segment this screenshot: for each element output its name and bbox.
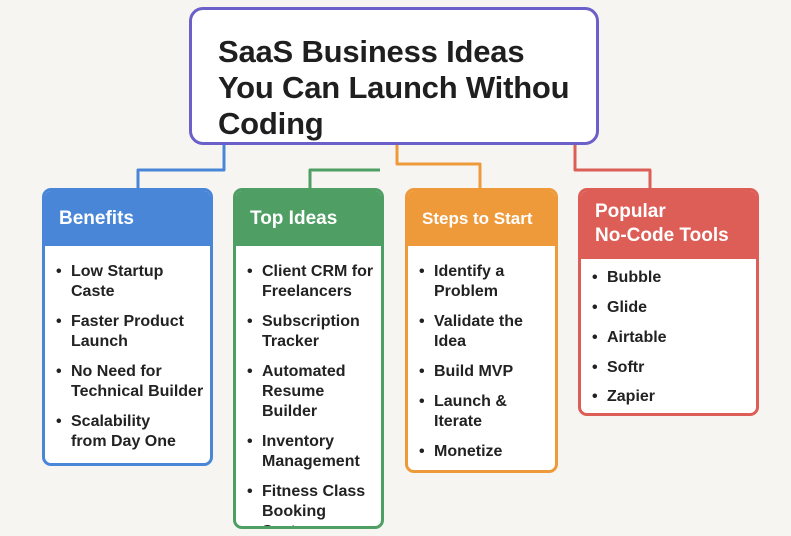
card-no-code-tools: Popular No-Code Tools Bubble Glide Airta… — [578, 188, 759, 416]
card-steps-to-start: Steps to Start Identify a Problem Valida… — [405, 188, 558, 473]
list-item: Low Startup Caste — [56, 262, 204, 302]
title-box: SaaS Business Ideas You Can Launch Witho… — [189, 7, 599, 145]
card-top-ideas: Top Ideas Client CRM for Freelancers Sub… — [233, 188, 384, 529]
connector-steps — [395, 144, 482, 188]
connector-top-ideas — [308, 168, 380, 188]
card-heading-top-ideas: Top Ideas — [236, 191, 381, 246]
card-benefits: Benefits Low Startup Caste Faster Produc… — [42, 188, 213, 466]
list-item: Faster Product Launch — [56, 312, 204, 352]
list-item: No Need for Technical Builder — [56, 362, 204, 402]
card-heading-tools: Popular No-Code Tools — [581, 191, 756, 259]
list-item: Client CRM for Freelancers — [247, 262, 375, 302]
list-item: Inventory Management — [247, 432, 375, 472]
list-item: Build MVP — [419, 362, 549, 382]
list-item: Airtable — [592, 328, 750, 348]
list-item: Subscription Tracker — [247, 312, 375, 352]
list-item: Launch & Iterate — [419, 392, 549, 432]
diagram-title: SaaS Business Ideas You Can Launch Witho… — [218, 34, 570, 141]
list-item: Validate the Idea — [419, 312, 549, 352]
card-heading-benefits: Benefits — [45, 191, 210, 246]
connector-benefits — [136, 144, 226, 188]
list-item: Glide — [592, 298, 750, 318]
list-item: Fitness Class Booking System — [247, 482, 375, 526]
list-item: Scalability from Day One — [56, 412, 204, 452]
connector-tools — [573, 144, 652, 188]
list-item: Bubble — [592, 268, 750, 288]
card-heading-steps: Steps to Start — [408, 191, 555, 246]
list-item: Identify a Problem — [419, 262, 549, 302]
list-item: Automated Resume Builder — [247, 362, 375, 422]
list-item: Softr — [592, 358, 750, 378]
list-item: Zapier — [592, 387, 750, 407]
list-item: Monetize — [419, 442, 549, 462]
